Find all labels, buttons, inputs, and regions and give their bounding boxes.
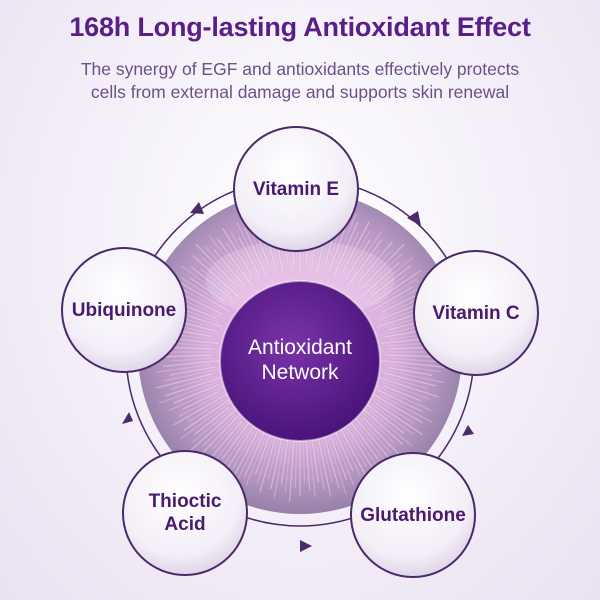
node-label-glutathione: Glutathione [348, 485, 478, 545]
center-label-line-2: Network [261, 361, 339, 384]
arrow-icon [300, 540, 312, 552]
center-label: Antioxidant Network [220, 315, 380, 405]
node-vitamin-c [413, 250, 539, 376]
node-label-thioctic-acid: Thioctic Acid [125, 483, 245, 543]
page-subtitle: The synergy of EGF and antioxidants effe… [30, 58, 570, 104]
center-label-line-1: Antioxidant [248, 336, 352, 359]
ring-arrows [122, 202, 474, 552]
node-label-line: Ubiquinone [71, 299, 177, 321]
node-label-line: Glutathione [360, 504, 466, 526]
center-disc [219, 280, 381, 442]
node-label-line: Vitamin E [252, 178, 340, 200]
node-vitamin-e [233, 126, 359, 252]
node-ubiquinone [61, 247, 187, 373]
node-glutathione [350, 452, 476, 578]
node-label-vitamin-e: Vitamin E [236, 159, 356, 219]
subtitle-line-2: cells from external damage and supports … [90, 82, 510, 102]
node-label-line: Vitamin C [432, 302, 520, 324]
arrow-icon [407, 211, 421, 226]
node-label-line: Thioctic [148, 491, 222, 512]
arrow-icon [462, 425, 474, 436]
node-label-ubiquinone: Ubiquinone [59, 280, 189, 340]
subtitle-line-1: The synergy of EGF and antioxidants effe… [80, 59, 520, 79]
node-thioctic-acid [122, 450, 248, 576]
arrow-icon [190, 202, 204, 214]
node-label-vitamin-c: Vitamin C [416, 283, 536, 343]
page-title: 168h Long-lasting Antioxidant Effect [69, 12, 531, 42]
arrow-icon [122, 412, 133, 424]
node-label-line: Acid [164, 514, 206, 535]
node-circles [61, 126, 539, 578]
